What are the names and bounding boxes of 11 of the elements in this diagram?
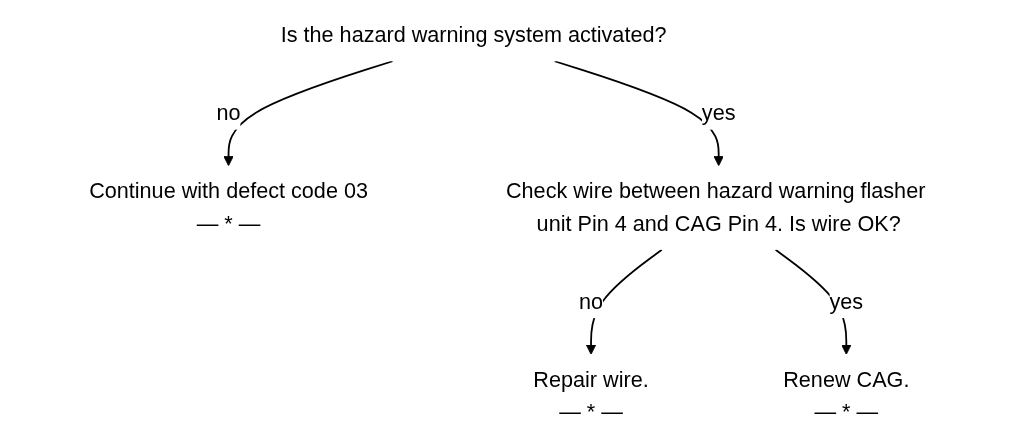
node-text: Is the hazard warning system activated? (280, 22, 667, 47)
edge-label: no (579, 289, 604, 314)
node-text: Check wire between hazard warning flasher unit Pin 4 and CAG Pin 4. Is wire OK? (505, 178, 926, 236)
edge-label: no (216, 100, 241, 125)
node-text: Repair wire. — * — (533, 367, 649, 424)
edge-label: yes (701, 100, 736, 125)
arrow (553, 60, 724, 167)
edge-label: yes (829, 289, 864, 314)
node-text: Renew CAG. — * — (783, 367, 910, 424)
node-text: Continue with defect code 03 — * — (89, 178, 368, 236)
arrow (223, 60, 394, 167)
